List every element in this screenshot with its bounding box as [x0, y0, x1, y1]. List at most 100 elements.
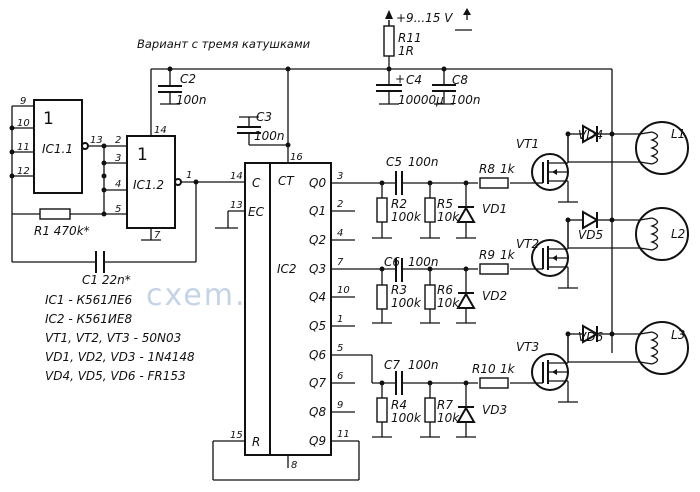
- ic2-output-q2: Q2: [309, 233, 326, 247]
- c4-value: 10000µ: [398, 93, 444, 107]
- channel-2: [372, 258, 532, 324]
- legend-line-3: VT1, VT2, VT3 - 50N03: [45, 331, 181, 345]
- l2-label: L2: [671, 227, 685, 241]
- r3-resistor: [376, 284, 388, 310]
- vd6-diode: [582, 324, 600, 344]
- vt1-label: VT1: [516, 137, 539, 151]
- ic2-name: IC2: [277, 262, 297, 276]
- r1-label: R1 470k*: [34, 224, 90, 238]
- ic2-pin-15: 15: [230, 430, 243, 441]
- vd5-diode: [582, 210, 600, 230]
- ic1-2-pin-1: 1: [186, 170, 192, 181]
- ic2-output-q9: Q9: [309, 434, 326, 448]
- r3-label: R3: [391, 283, 407, 297]
- c2-capacitor: [158, 69, 182, 105]
- ic2-output-q5: Q5: [309, 319, 326, 333]
- ic2-out-pin-1: 2: [337, 199, 343, 210]
- r7-value: 10k: [437, 411, 460, 425]
- r6-resistor: [424, 284, 436, 310]
- c3-capacitor: [237, 69, 291, 163]
- ic2-pin-16: 16: [290, 152, 303, 163]
- ic2-pin-8: 8: [291, 460, 297, 471]
- ic2-ct: CT: [278, 174, 295, 188]
- ic1-1-pin-9: 9: [20, 96, 26, 107]
- c8-value: 100n: [450, 93, 481, 107]
- legend-line-1: IC1 - К561ЛЕ6: [45, 293, 133, 307]
- r1-resistor: [39, 208, 71, 220]
- legend-line-4: VD1, VD2, VD3 - 1N4148: [45, 350, 195, 364]
- l3-label: L3: [671, 328, 685, 342]
- ic2-output-q3: Q3: [309, 262, 326, 276]
- r5-value: 10k: [437, 210, 460, 224]
- ic1-2-pin-4: 4: [115, 179, 121, 190]
- ic2-out-pin-4: 10: [337, 285, 350, 296]
- ic2-ec: EC: [248, 205, 265, 219]
- schematic-title: Вариант с тремя катушками: [137, 37, 311, 51]
- power-rail: [150, 10, 612, 136]
- r8-resistor: [479, 177, 509, 189]
- output-stages: [531, 121, 689, 403]
- c5-value: 100n: [408, 155, 439, 169]
- clock-wiring: [11, 179, 245, 273]
- ic2-pin-13: 13: [230, 200, 243, 211]
- r4-value: 100k: [391, 411, 422, 425]
- channel-1: [372, 171, 532, 239]
- r10-label: R10: [472, 362, 496, 376]
- power-label: +9...15 V: [396, 11, 453, 25]
- c4-plus: +: [395, 72, 405, 86]
- ic1-1-name: IC1.1: [42, 142, 73, 156]
- vd5-label: VD5: [578, 228, 603, 242]
- ic1-1-pin-11: 11: [17, 142, 30, 153]
- r5-label: R5: [437, 197, 453, 211]
- r9-label: R9: [479, 248, 495, 262]
- l1-label: L1: [671, 127, 685, 141]
- ic2-out-pin-5: 1: [337, 314, 343, 325]
- r6-label: R6: [437, 283, 453, 297]
- ic2-output-q6: Q6: [309, 348, 326, 362]
- ic1-2-pin-14: 14: [154, 125, 167, 136]
- r4-label: R4: [391, 398, 407, 412]
- c8-label: C8: [452, 73, 468, 87]
- ic2-c: C: [252, 176, 261, 190]
- vd3-label: VD3: [482, 403, 507, 417]
- ic1-2-gate: [88, 135, 182, 241]
- c6-value: 100n: [408, 255, 439, 269]
- ic2-output-q8: Q8: [309, 405, 326, 419]
- legend-line-2: IC2 - К561ИЕ8: [45, 312, 132, 326]
- l2-coil: [635, 207, 689, 261]
- c2-value: 100n: [176, 93, 207, 107]
- ic2-r: R: [252, 435, 260, 449]
- power-ground-symbol: [455, 8, 472, 31]
- vt3-label: VT3: [516, 340, 539, 354]
- l1-coil: [635, 121, 689, 175]
- c4-label: C4: [406, 73, 422, 87]
- ic2-pin-14: 14: [230, 171, 243, 182]
- r6-value: 10k: [437, 296, 460, 310]
- ic1-1-gate: [9, 99, 89, 214]
- ic1-2-name: IC1.2: [133, 178, 164, 192]
- r11-value: 1R: [398, 44, 414, 58]
- r2-resistor: [376, 197, 388, 223]
- r9-value: 1k: [500, 248, 516, 262]
- l3-coil: [635, 321, 689, 375]
- ic2-out-pin-7: 6: [337, 371, 343, 382]
- channel-3: [372, 371, 532, 438]
- vd2-label: VD2: [482, 289, 507, 303]
- r9-resistor: [479, 263, 509, 275]
- legend-line-5: VD4, VD5, VD6 - FR153: [45, 369, 186, 383]
- c4-capacitor: [376, 69, 402, 105]
- r3-value: 100k: [391, 296, 422, 310]
- ic1-1-symbol: 1: [43, 109, 54, 129]
- ic2-out-pin-0: 3: [337, 171, 343, 182]
- ic1-2-pin-5: 5: [115, 204, 121, 215]
- r2-label: R2: [391, 197, 407, 211]
- ic2-out-pin-3: 7: [337, 257, 344, 268]
- r10-value: 1k: [500, 362, 516, 376]
- r4-resistor: [376, 397, 388, 423]
- r11-resistor: [383, 25, 395, 57]
- r7-resistor: [424, 397, 436, 423]
- r10-resistor: [479, 377, 509, 389]
- vt2-label: VT2: [516, 237, 539, 251]
